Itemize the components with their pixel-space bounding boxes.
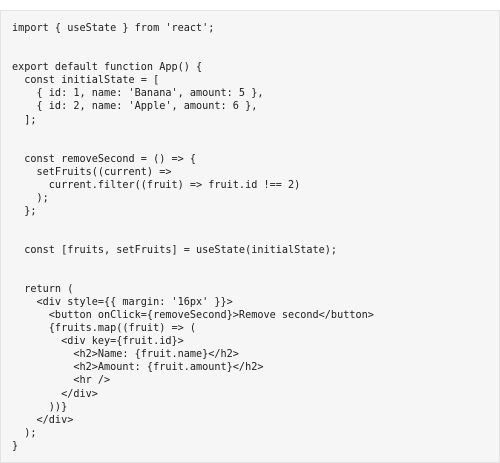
code-line: import { useState } from 'react'; <box>12 23 215 35</box>
code-line <box>12 257 499 270</box>
code-line: setFruits((current) => <box>12 166 172 178</box>
code-line: ))} <box>12 401 68 413</box>
code-line: }; <box>12 205 37 217</box>
code-line <box>12 35 499 48</box>
code-line: { id: 1, name: 'Banana', amount: 5 }, <box>12 88 264 100</box>
code-line <box>12 270 499 283</box>
code-block: import { useState } from 'react'; export … <box>0 10 500 463</box>
code-line <box>12 48 499 61</box>
code-line: <h2>Name: {fruit.name}</h2> <box>12 349 239 361</box>
code-line: </div> <box>12 388 98 400</box>
code-line: </div> <box>12 414 74 426</box>
code-line: const [fruits, setFruits] = useState(ini… <box>12 244 338 256</box>
code-line: <div style={{ margin: '16px' }}> <box>12 297 233 309</box>
code-line <box>12 231 499 244</box>
code-line: <button onClick={removeSecond}>Remove se… <box>12 310 374 322</box>
code-line: const removeSecond = () => { <box>12 153 197 165</box>
code-line: <div key={fruit.id}> <box>12 336 184 348</box>
code-line: current.filter((fruit) => fruit.id !== 2… <box>12 179 301 191</box>
code-line <box>12 140 499 153</box>
code-line: {fruits.map((fruit) => ( <box>12 323 197 335</box>
code-line: { id: 2, name: 'Apple', amount: 6 }, <box>12 101 258 113</box>
code-line: return ( <box>12 284 74 296</box>
code-line <box>12 218 499 231</box>
code-line: ); <box>12 427 37 439</box>
code-line <box>12 127 499 140</box>
code-line: } <box>12 440 19 452</box>
code-line: <h2>Amount: {fruit.amount}</h2> <box>12 362 264 374</box>
code-line: ); <box>12 192 49 204</box>
code-line: export default function App() { <box>12 62 203 74</box>
code-line: ]; <box>12 114 37 126</box>
code-line: <hr /> <box>12 375 111 387</box>
code-line: const initialState = [ <box>12 75 160 87</box>
